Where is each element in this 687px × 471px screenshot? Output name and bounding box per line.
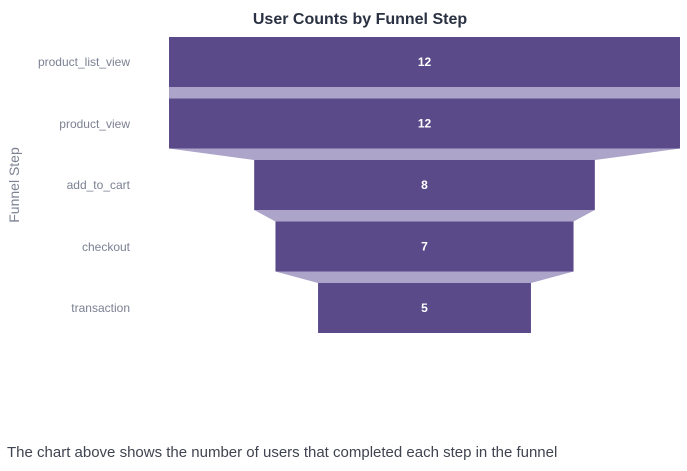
funnel-value-label: 8: [421, 178, 428, 192]
funnel-bar-add_to_cart[interactable]: [254, 160, 595, 210]
funnel-value-label: 7: [421, 240, 428, 254]
tick-label-add_to_cart: add_to_cart: [66, 178, 130, 192]
tick-label-transaction: transaction: [71, 301, 130, 315]
funnel-bar-product_list_view[interactable]: [169, 37, 680, 87]
tick-label-product_list_view: product_list_view: [37, 55, 130, 69]
funnel-value-label: 12: [418, 55, 432, 69]
chart-caption: The chart above shows the number of user…: [7, 444, 558, 461]
tick-label-checkout: checkout: [81, 239, 130, 254]
funnel-value-label: 12: [418, 117, 432, 131]
funnel-value-label: 5: [421, 301, 428, 315]
chart-title: User Counts by Funnel Step: [252, 11, 468, 28]
funnel-bar-transaction[interactable]: [318, 283, 531, 333]
funnel-connector: [169, 148, 680, 160]
funnel-connector: [275, 271, 574, 283]
funnel-connector: [169, 87, 680, 99]
funnel-connector: [254, 210, 595, 222]
funnel-bar-checkout[interactable]: [275, 221, 574, 272]
funnel-bar-product_view[interactable]: [169, 98, 680, 149]
tick-label-product_view: product_view: [59, 116, 130, 131]
